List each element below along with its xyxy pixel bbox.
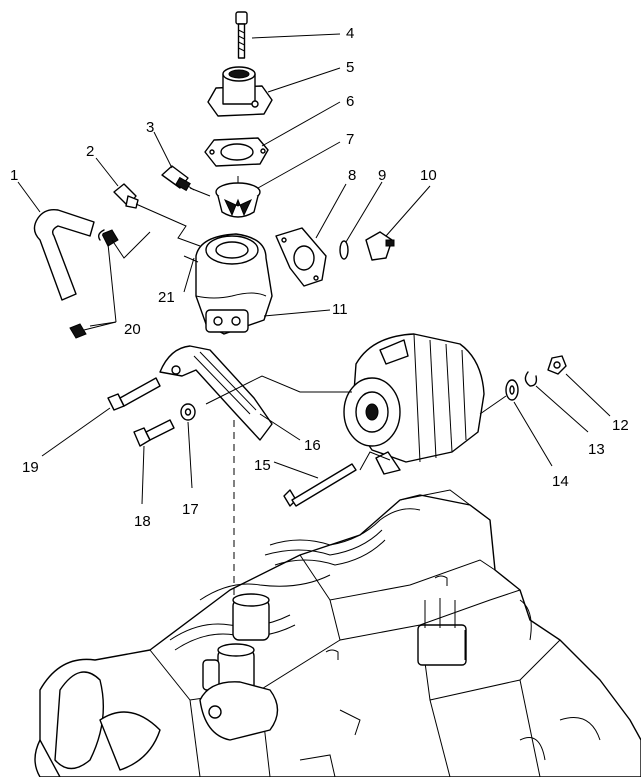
part-gasket-6	[204, 137, 269, 167]
part-washer-14	[505, 379, 519, 401]
part-bracket-16	[159, 345, 273, 441]
part-washer-9	[339, 240, 349, 260]
alternator	[343, 333, 485, 475]
part-bolt-4	[235, 11, 248, 59]
callout-20: 20	[124, 321, 141, 338]
callout-19: 19	[22, 459, 39, 476]
assembly-lines	[111, 187, 507, 600]
part-temp-sender-3	[161, 165, 195, 192]
part-water-outlet-5	[207, 66, 273, 117]
callout-13: 13	[588, 441, 605, 458]
callout-15: 15	[254, 457, 271, 474]
part-fitting-2	[113, 183, 139, 209]
part-thermostat-7	[215, 176, 261, 218]
callout-16: 16	[304, 437, 321, 454]
engine-block	[34, 489, 641, 777]
callout-1: 1	[10, 167, 18, 184]
callout-12: 12	[612, 417, 629, 434]
callout-4: 4	[346, 25, 354, 42]
callout-8: 8	[348, 167, 356, 184]
callout-2: 2	[86, 143, 94, 160]
part-washer-17	[180, 403, 196, 421]
callout-14: 14	[552, 473, 569, 490]
part-hose-1	[33, 208, 95, 301]
callout-11: 11	[332, 301, 348, 318]
part-nut-12	[547, 355, 567, 375]
callout-3: 3	[146, 119, 154, 136]
callout-9: 9	[378, 167, 386, 184]
part-thermostat-housing-11	[183, 233, 273, 335]
part-switch-10	[365, 231, 395, 261]
callout-leaders	[17, 33, 611, 505]
callout-6: 6	[346, 93, 354, 110]
part-lockwasher-13	[524, 371, 538, 387]
callout-17: 17	[182, 501, 199, 518]
part-bolt-19	[107, 377, 161, 411]
part-clamps-20	[69, 229, 119, 339]
callout-18: 18	[134, 513, 151, 530]
part-long-bolt-15	[283, 463, 357, 507]
part-gasket-8	[275, 227, 327, 287]
part-bolt-18	[133, 419, 175, 447]
callout-7: 7	[346, 131, 354, 148]
callout-numbers: 1 2 3 4 5 6 7 8 9 10 11 12 13 14 15 16 1…	[10, 25, 629, 530]
callout-21: 21	[158, 289, 175, 306]
callout-10: 10	[420, 167, 437, 184]
callout-5: 5	[346, 59, 354, 76]
